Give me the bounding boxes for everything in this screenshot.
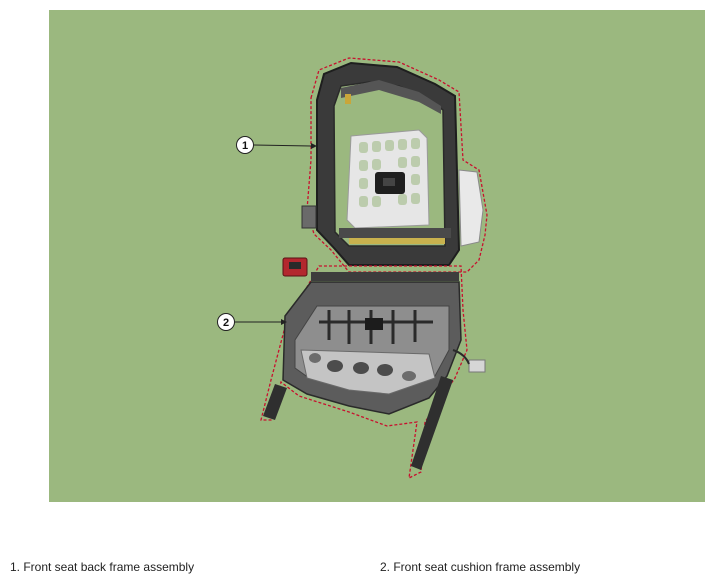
callout-2: 2 — [217, 313, 287, 331]
caption-front-seat-cushion-frame: 2. Front seat cushion frame assembly — [380, 560, 581, 574]
seat-frame-drawing: 1 2 — [217, 57, 488, 480]
seat-cushion-frame — [260, 257, 486, 480]
callout-1-label: 1 — [242, 140, 248, 152]
callout-2-label: 2 — [223, 317, 229, 329]
seat-back-frame — [301, 57, 488, 273]
callout-1: 1 — [236, 136, 317, 154]
caption-front-seat-back-frame: 1. Front seat back frame assembly — [10, 560, 195, 574]
seat-frame-illustration: 1 2 — [49, 10, 705, 502]
